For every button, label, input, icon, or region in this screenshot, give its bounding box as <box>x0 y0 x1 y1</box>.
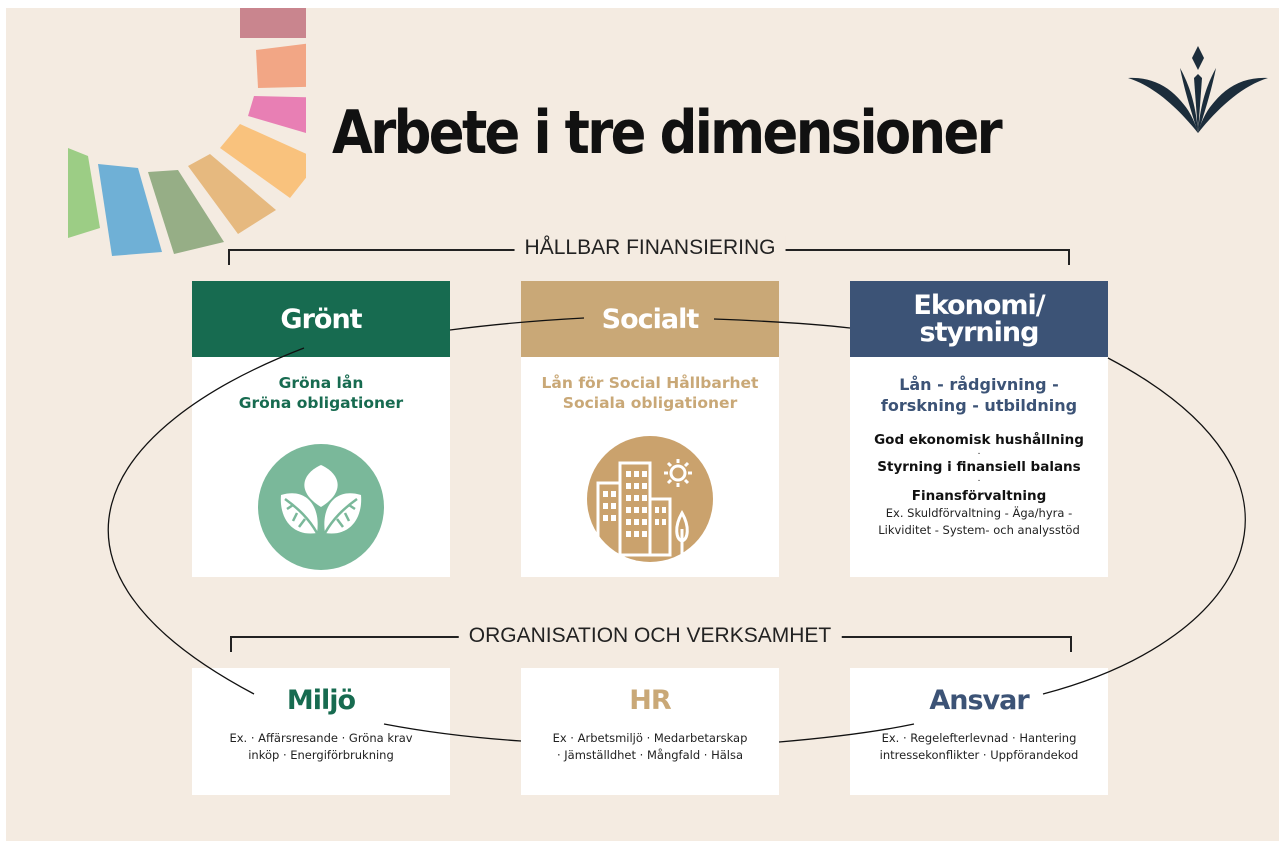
card-miljo: Miljö Ex. · Affärsresande · Gröna krav i… <box>192 668 450 795</box>
slide: Arbete i tre dimensioner HÅLLBAR FINANSI… <box>6 8 1279 841</box>
leaf-icon <box>258 444 384 570</box>
card-ekonomi-title-line1: Ekonomi/ <box>913 290 1045 321</box>
ekonomi-separator: . <box>977 473 981 484</box>
card-gront-sub2: Gröna obligationer <box>238 394 404 412</box>
ekonomi-example-1: Ex. Skuldförvaltning - Äga/hyra - <box>885 506 1073 520</box>
card-ekonomi-sub1: Lån - rådgivning - <box>899 375 1059 394</box>
card-miljo-line1: Ex. · Affärsresande · Gröna krav <box>229 731 413 745</box>
card-socialt-body: Lån för Social Hållbarhet Sociala obliga… <box>521 373 779 563</box>
card-socialt-header: Socialt <box>521 281 779 357</box>
card-miljo-title: Miljö <box>286 685 356 716</box>
card-socialt-title: Socialt <box>601 303 700 335</box>
wheel-segment <box>188 154 276 234</box>
ekonomi-separator: . <box>977 446 981 457</box>
bottom-section-label: ORGANISATION OCH VERKSAMHET <box>458 624 842 648</box>
wheel-segment <box>220 124 306 198</box>
card-ekonomi: Ekonomi/ styrning Lån - rådgivning - for… <box>850 281 1108 577</box>
logo-icon <box>1128 46 1268 133</box>
card-gront-title: Grönt <box>280 303 362 335</box>
card-ekonomi-title-line2: styrning <box>919 317 1040 348</box>
card-ansvar: Ansvar Ex. · Regelefterlevnad · Hanterin… <box>850 668 1108 795</box>
card-ansvar-title: Ansvar <box>929 685 1029 716</box>
wheel-segment <box>148 170 224 254</box>
card-ansvar-line1: Ex. · Regelefterlevnad · Hantering <box>881 731 1077 745</box>
card-hr: HR Ex · Arbetsmiljö · Medarbetarskap · J… <box>521 668 779 795</box>
wheel-segment <box>248 96 306 133</box>
card-gront-sub1: Gröna lån <box>278 374 364 392</box>
card-gront: Grönt Gröna lån Gröna obligationer <box>192 281 450 577</box>
city-icon <box>587 436 713 562</box>
sdg-wheel-graphic <box>68 8 306 256</box>
card-socialt-sub2: Sociala obligationer <box>562 394 738 412</box>
card-hr-line1: Ex · Arbetsmiljö · Medarbetarskap <box>552 731 748 745</box>
card-ansvar-line2: intressekonflikter · Uppförandekod <box>879 748 1079 762</box>
card-socialt: Socialt Lån för Social Hållbarhet Social… <box>521 281 779 577</box>
ekonomi-example-2: Likviditet - System- och analysstöd <box>878 523 1080 537</box>
ekonomi-item-2: Styrning i finansiell balans <box>877 459 1081 475</box>
wheel-segment <box>98 164 162 256</box>
wheel-segment <box>68 148 100 238</box>
card-ekonomi-header: Ekonomi/ styrning <box>850 281 1108 357</box>
ekonomi-item-1: God ekonomisk hushållning <box>874 432 1084 448</box>
card-hr-title: HR <box>629 685 671 716</box>
card-gront-body: Gröna lån Gröna obligationer <box>192 373 450 571</box>
ekonomi-item-3: Finansförvaltning <box>911 488 1047 504</box>
card-ekonomi-body: Lån - rådgivning - forskning - utbildnin… <box>850 374 1108 539</box>
card-ekonomi-sub2: forskning - utbildning <box>880 396 1078 415</box>
page-title: Arbete i tre dimensioner <box>332 98 1003 168</box>
card-gront-header: Grönt <box>192 281 450 357</box>
card-socialt-sub1: Lån för Social Hållbarhet <box>541 374 759 392</box>
card-miljo-line2: inköp · Energiförbrukning <box>248 748 394 762</box>
wheel-segment <box>256 43 306 88</box>
top-section-label: HÅLLBAR FINANSIERING <box>514 236 786 260</box>
wheel-segment <box>240 8 306 38</box>
card-hr-line2: · Jämställdhet · Mångfald · Hälsa <box>556 748 744 762</box>
